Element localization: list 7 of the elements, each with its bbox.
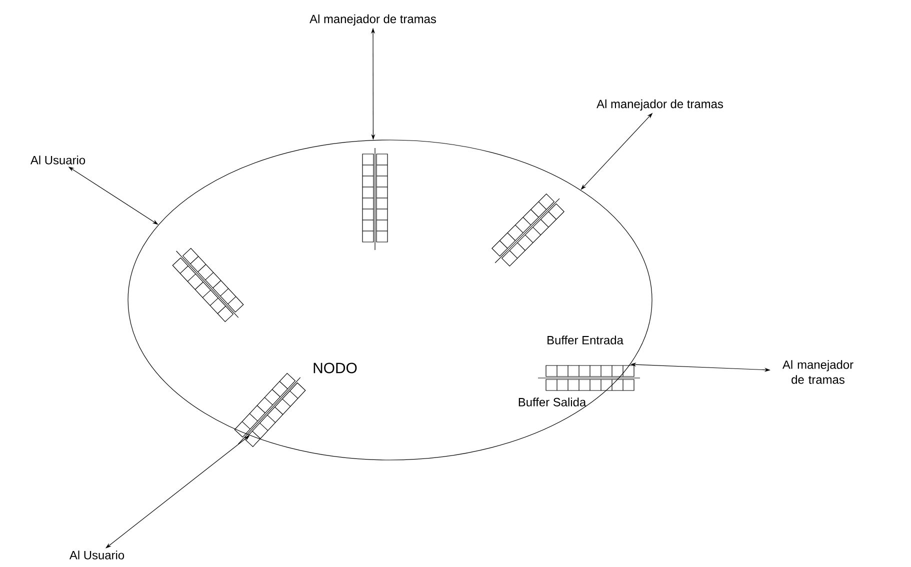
endpoint-label: Al manejador de tramas [310,14,436,26]
buffer-label: Buffer Entrada [548,336,624,344]
buffer-label: Buffer Salida [518,398,586,406]
endpoint-label: Al manejador de tramas [596,99,723,111]
endpoint-label: Al manejador de tramas [782,360,854,384]
endpoint-label: Al Usuario [69,550,124,560]
endpoint-label: Al Usuario [30,156,86,164]
